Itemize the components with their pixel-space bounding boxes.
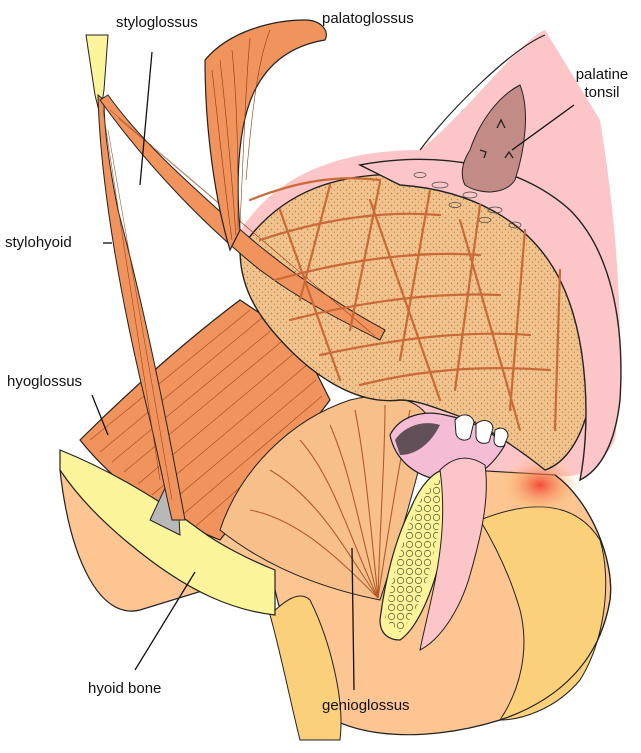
red-glow	[500, 455, 580, 515]
label-styloglossus: styloglossus	[116, 14, 198, 31]
tongue-fibers	[248, 177, 562, 432]
palatoglossus-muscle	[204, 19, 327, 252]
label-genioglossus: genioglossus	[322, 697, 410, 714]
stylohyoid-muscle	[97, 93, 186, 521]
styloglossus-muscle	[99, 94, 386, 341]
label-hyoglossus: hyoglossus	[7, 373, 83, 390]
label-palatine-tonsil-line2: tonsil	[584, 84, 620, 101]
label-palatoglossus: palatoglossus	[322, 10, 414, 27]
hyoid-bone-shape	[59, 449, 276, 616]
tongue-dorsum	[357, 158, 622, 482]
label-palatine-tonsil-line1: palatine	[575, 66, 629, 83]
label-stylohyoid: stylohyoid	[5, 234, 72, 251]
jaw-pocket	[269, 595, 342, 741]
face-edge	[499, 474, 612, 721]
chin-region	[479, 506, 607, 721]
palatine-arch-line	[419, 34, 546, 151]
label-hyoid-bone: hyoid bone	[88, 680, 162, 697]
tooth	[493, 427, 509, 448]
tooth	[454, 414, 475, 441]
palatine-tonsil	[461, 84, 526, 193]
leader-lines	[91, 51, 575, 691]
tooth	[475, 420, 494, 444]
